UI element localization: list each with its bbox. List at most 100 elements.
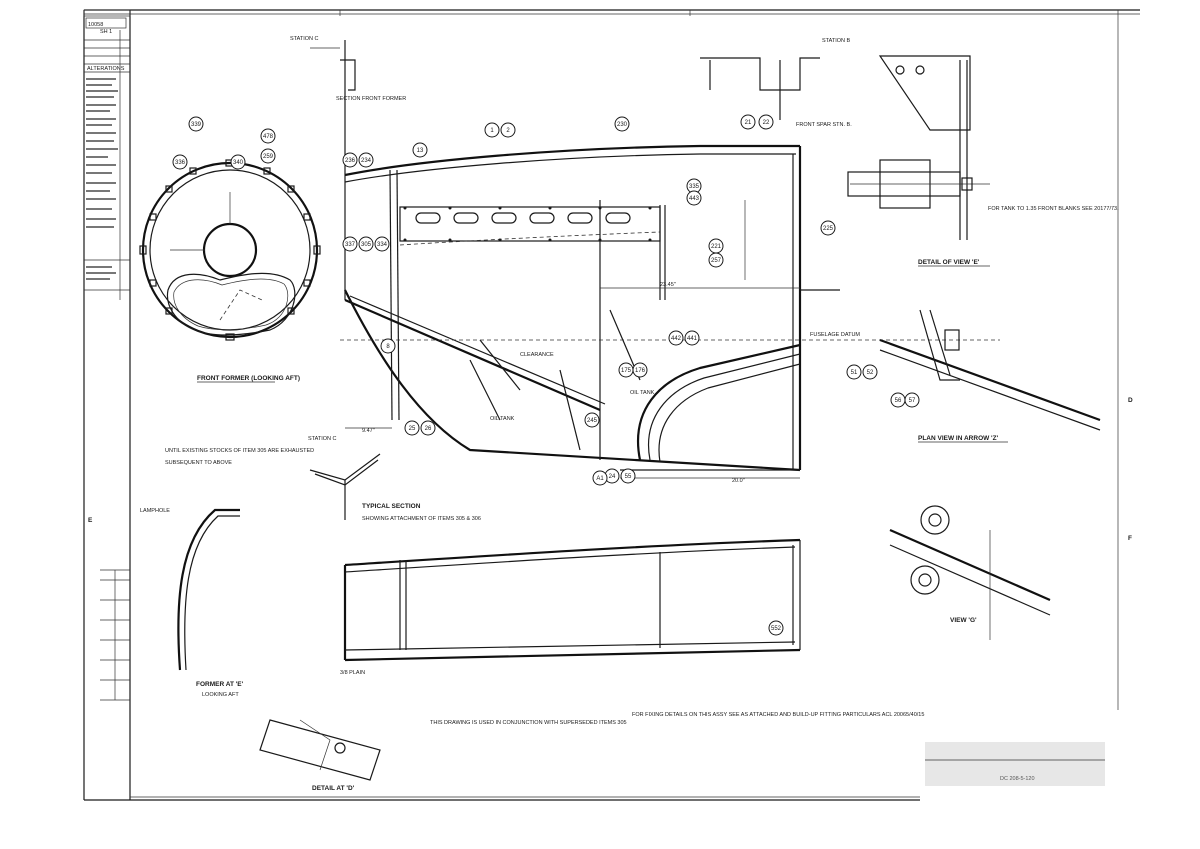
- dimension-9: 9.47": [362, 428, 375, 434]
- item-balloon-number: 26: [425, 426, 432, 432]
- item-balloon: 51: [846, 364, 862, 380]
- item-balloon-number: 25: [409, 426, 416, 432]
- view-g-caption: VIEW 'G': [950, 617, 977, 624]
- item-balloon-number: 21: [745, 120, 752, 126]
- front-spar-note: FOR TANK TO 1.35 FRONT BLANKS SEE 20177/…: [988, 206, 1119, 212]
- item-balloon-number: 13: [417, 148, 424, 154]
- item-balloon-number: 334: [377, 242, 388, 248]
- station-b-label: STATION B: [822, 38, 851, 44]
- item-balloon-number: 257: [711, 258, 722, 264]
- item-balloon: 478: [260, 128, 276, 144]
- item-balloon: 337: [342, 236, 358, 252]
- item-balloon-number: 176: [635, 368, 646, 374]
- item-balloon-number: 442: [671, 336, 682, 342]
- item-balloon: 57: [904, 392, 920, 408]
- item-balloon-number: 1: [490, 128, 494, 134]
- item-balloon-number: 55: [625, 474, 632, 480]
- item-balloon-number: 236: [345, 158, 356, 164]
- typical-section: [309, 453, 381, 520]
- title-block: 10058 SH 1 ALTERATIONS: [83, 9, 131, 701]
- detail-at-d: [259, 719, 381, 781]
- subsequent-note: SUBSEQUENT TO ABOVE: [165, 460, 232, 466]
- item-balloon-number: 24: [609, 474, 616, 480]
- item-balloon-number: 221: [711, 244, 722, 250]
- lower-elevation: [343, 538, 801, 662]
- detail-view-e: [700, 55, 990, 240]
- detail-at-d-caption: DETAIL AT 'D': [312, 785, 355, 792]
- item-balloon-number: 335: [689, 184, 700, 190]
- station-c-bracket: [310, 40, 356, 175]
- item-balloon: 221: [708, 238, 724, 254]
- item-balloon: 245: [584, 412, 600, 428]
- item-balloon: 230: [614, 116, 630, 132]
- until-existing-note: UNTIL EXISTING STOCKS OF ITEM 305 ARE EX…: [165, 448, 314, 454]
- item-balloon-number: 552: [771, 626, 782, 632]
- item-balloon-number: 305: [361, 242, 372, 248]
- item-balloon: 55: [620, 468, 636, 484]
- item-balloon-number: 175: [621, 368, 632, 374]
- item-balloon-number: 56: [895, 398, 902, 404]
- view-g: [889, 505, 1051, 640]
- plan-view-caption: PLAN VIEW IN ARROW 'Z': [918, 435, 999, 442]
- alterations-label: ALTERATIONS: [87, 66, 125, 72]
- item-balloon: 26: [420, 420, 436, 436]
- item-balloon-number: 259: [263, 154, 274, 160]
- item-balloon-number: 336: [175, 160, 186, 166]
- item-balloon: 225: [820, 220, 836, 236]
- item-balloon: 1: [484, 122, 500, 138]
- item-balloon: 257: [708, 252, 724, 268]
- detail-view-e-caption: DETAIL OF VIEW 'E': [918, 259, 980, 266]
- item-balloon-number: 478: [263, 134, 274, 140]
- lamphole-label: LAMPHOLE: [140, 508, 170, 514]
- item-balloon: 336: [172, 154, 188, 170]
- item-balloon-number: 57: [909, 398, 916, 404]
- item-balloon-number: 337: [345, 242, 356, 248]
- dc-reference: DC 208-5-120: [1000, 776, 1035, 782]
- typical-section-caption: TYPICAL SECTION: [362, 503, 421, 510]
- sheet-border: [83, 9, 1140, 801]
- front-spar-label: FRONT SPAR STN. B.: [796, 122, 852, 128]
- dimension-23: 23.45": [660, 282, 676, 288]
- fixing-details-note: FOR FIXING DETAILS ON THIS ASSY SEE AS A…: [632, 712, 924, 718]
- edge-letter-f: F: [1128, 535, 1132, 542]
- item-balloon: 339: [188, 116, 204, 132]
- front-former-view: [139, 159, 321, 341]
- item-balloon-number: 443: [689, 196, 700, 202]
- item-balloon-number: 22: [763, 120, 770, 126]
- station-c-lower-label: STATION C: [308, 436, 337, 442]
- item-balloon: 2: [500, 122, 516, 138]
- former-at-e: [177, 508, 240, 671]
- item-balloon-number: 340: [233, 160, 244, 166]
- showing-attachment-caption: SHOWING ATTACHMENT OF ITEMS 305 & 306: [362, 516, 481, 522]
- item-balloon: 340: [230, 154, 246, 170]
- item-balloon-number: 51: [851, 370, 858, 376]
- item-balloon: 234: [358, 152, 374, 168]
- oil-tank-label: OIL TANK: [490, 416, 515, 422]
- approval-stamp-area: [925, 742, 1105, 786]
- section-front-former-label: SECTION FRONT FORMER: [336, 96, 406, 102]
- item-balloon: 56: [890, 392, 906, 408]
- item-balloon-number: 8: [386, 344, 390, 350]
- dimension-20: 20.0": [732, 478, 745, 484]
- item-balloon-number: 52: [867, 370, 874, 376]
- item-balloon: 52: [862, 364, 878, 380]
- item-balloon-number: 225: [823, 226, 834, 232]
- item-balloon: 25: [404, 420, 420, 436]
- plan-view-arrow-z: [879, 309, 1101, 431]
- item-balloon: 176: [632, 362, 648, 378]
- front-former-caption: FRONT FORMER (LOOKING AFT): [197, 375, 300, 382]
- looking-aft-caption: LOOKING AFT: [202, 692, 239, 698]
- item-balloon: 236: [342, 152, 358, 168]
- clearance-label: CLEARANCE: [520, 352, 554, 358]
- item-balloon: 552: [768, 620, 784, 636]
- item-balloon: 305: [358, 236, 374, 252]
- item-balloon: 443: [686, 190, 702, 206]
- item-balloon-number: 234: [361, 158, 372, 164]
- item-balloon: 259: [260, 148, 276, 164]
- item-balloon: 442: [668, 330, 684, 346]
- item-balloon-layer: 339 336 478 259 340 13 1 2 230 21 22 335 443 221 257 22…: [172, 114, 920, 636]
- item-balloon-number: 230: [617, 122, 628, 128]
- item-balloon-number: 2: [506, 128, 510, 134]
- fuselage-datum-label: FUSELAGE DATUM: [810, 332, 860, 338]
